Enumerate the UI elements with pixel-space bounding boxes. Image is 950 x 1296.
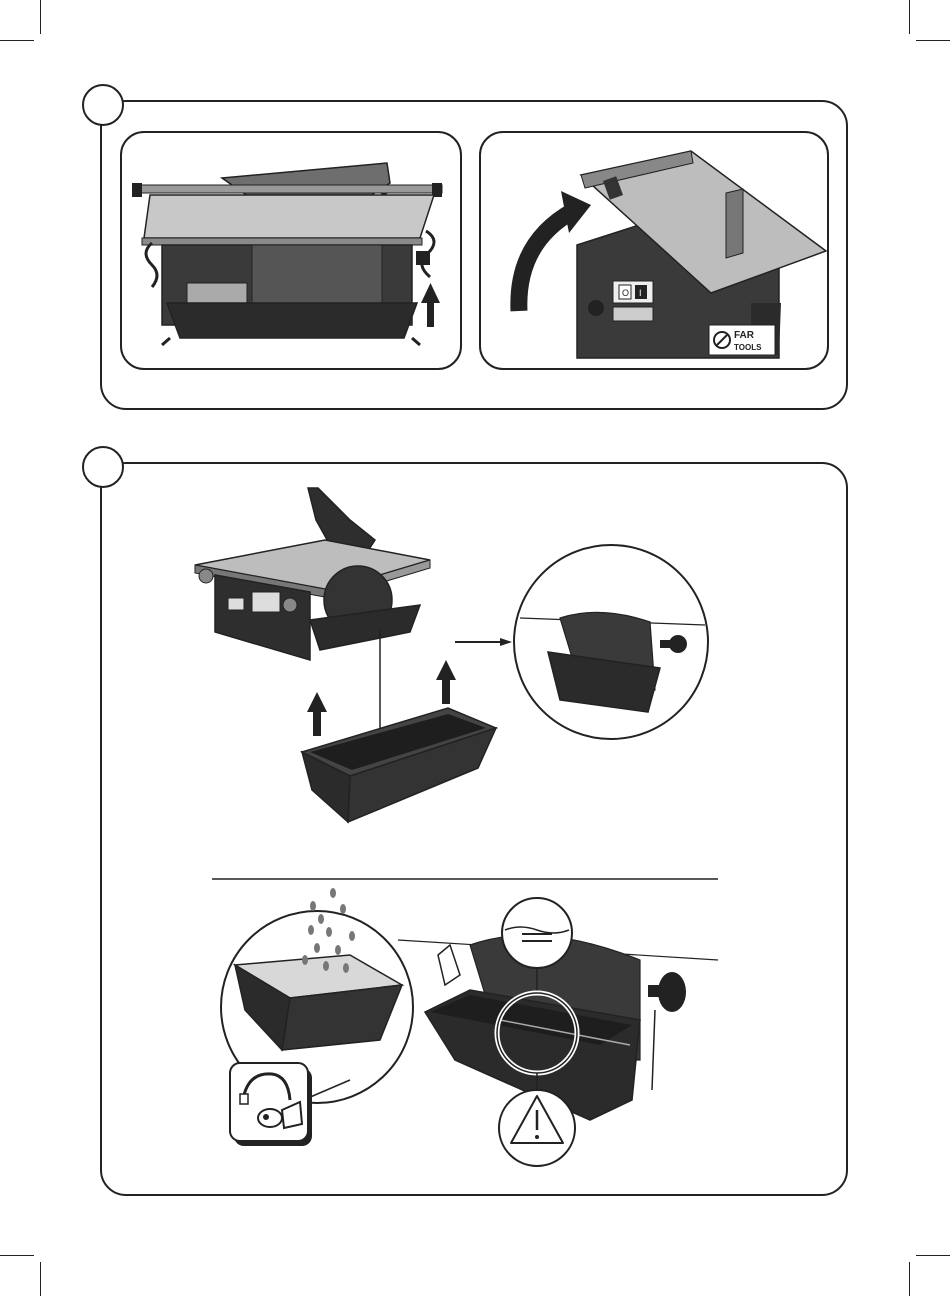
right-arrow-icon: [455, 638, 512, 646]
faucet-icon: [230, 1063, 312, 1146]
warning-icon: [499, 1090, 575, 1166]
water-tray: [302, 708, 496, 822]
up-arrow-icon: [307, 692, 327, 736]
detail-circle-tray-installed: [514, 545, 708, 739]
tray-under-blade: [398, 935, 718, 1120]
up-arrow-icon: [436, 660, 456, 704]
